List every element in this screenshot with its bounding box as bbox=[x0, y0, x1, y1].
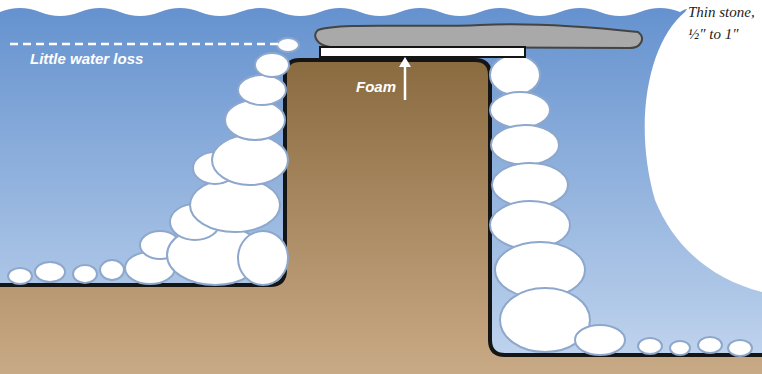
ground-outline bbox=[0, 60, 762, 355]
water bbox=[0, 8, 762, 374]
foam-label: Foam bbox=[356, 78, 396, 95]
thin-stone bbox=[315, 24, 642, 48]
ground bbox=[0, 60, 762, 374]
stone-thickness-note: Thin stone, ½″ to 1″ bbox=[688, 2, 758, 46]
foam-arrow bbox=[404, 64, 407, 100]
foam-layer bbox=[320, 47, 525, 57]
rocks bbox=[8, 37, 752, 356]
water-level-line bbox=[10, 43, 290, 46]
water-level-label: Little water loss bbox=[30, 50, 143, 67]
foam-arrowhead bbox=[399, 57, 411, 67]
